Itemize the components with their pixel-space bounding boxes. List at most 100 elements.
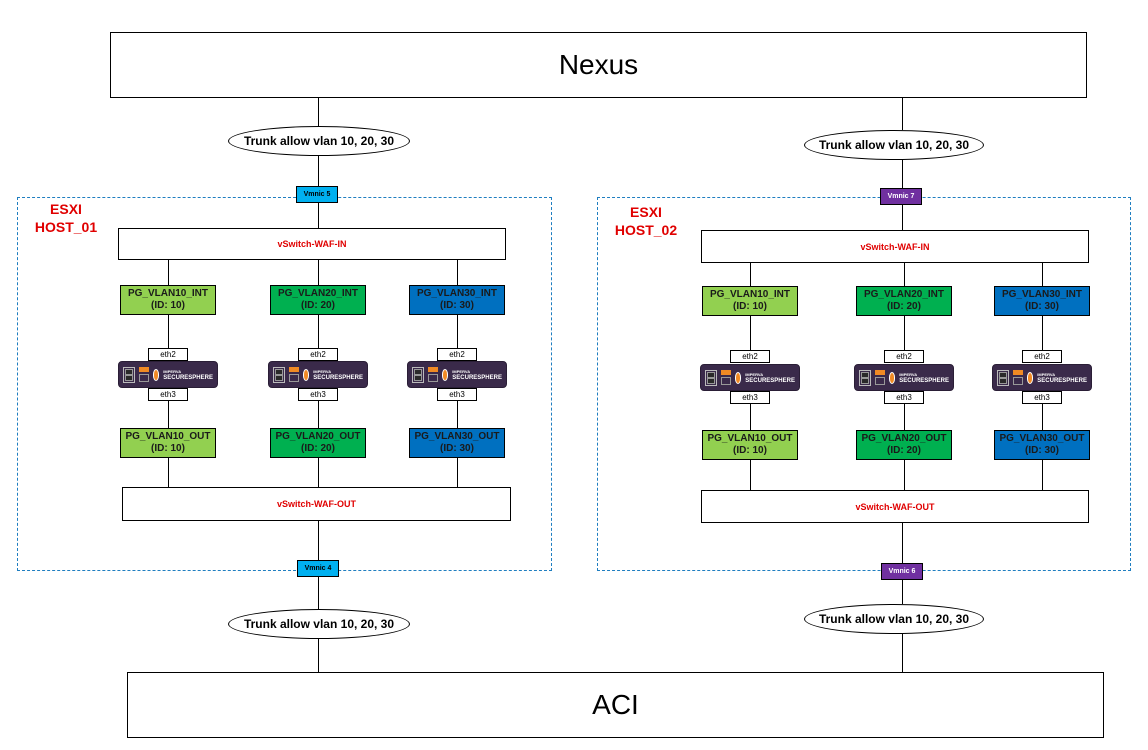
nexus-switch: Nexus: [110, 32, 1087, 98]
port-group-in-name: PG_VLAN30_INT: [416, 288, 498, 299]
trunk-top-label: Trunk allow vlan 10, 20, 30: [818, 138, 970, 152]
eth-out-label: eth3: [742, 393, 758, 402]
connector-line: [457, 315, 458, 348]
port-group-in: PG_VLAN20_INT(ID: 20): [856, 286, 952, 316]
lcd-panel-icon: [428, 366, 438, 383]
port-group-out: PG_VLAN20_OUT(ID: 20): [270, 428, 366, 458]
lcd-panel-icon: [875, 369, 885, 386]
host-label-line2: HOST_02: [614, 222, 678, 238]
eth-out-label: eth3: [1034, 393, 1050, 402]
port-group-out-name: PG_VLAN10_OUT: [707, 433, 793, 444]
connector-line: [318, 401, 319, 428]
appliance-brand-line1: IMPERVA: [1037, 371, 1056, 377]
connector-line: [902, 523, 903, 563]
connector-line: [318, 458, 319, 487]
port-group-out-name: PG_VLAN20_OUT: [275, 431, 361, 442]
connector-line: [904, 404, 905, 430]
connector-line: [168, 260, 169, 285]
connector-line: [318, 639, 319, 672]
port-group-out-name: PG_VLAN30_OUT: [999, 433, 1085, 444]
port-group-in-name: PG_VLAN30_INT: [1001, 289, 1083, 300]
port-group-in-name: PG_VLAN20_INT: [863, 289, 945, 300]
connector-line: [457, 458, 458, 487]
esxi-host-1: [17, 197, 552, 571]
connector-line: [750, 263, 751, 286]
port-group-out: PG_VLAN30_OUT(ID: 30): [409, 428, 505, 458]
vmnic-out-label: Vmnic 4: [304, 565, 332, 572]
connector-line: [750, 404, 751, 430]
eth-in-label: eth2: [896, 352, 912, 361]
host-label-line1: ESXI: [50, 201, 82, 217]
lcd-panel-icon: [721, 369, 731, 386]
appliance-brand-line1: IMPERVA: [899, 371, 918, 377]
trunk-top-label: Trunk allow vlan 10, 20, 30: [243, 134, 395, 148]
nexus-label: Nexus: [558, 49, 639, 80]
lcd-panel-icon: [1013, 369, 1023, 386]
connector-line: [902, 580, 903, 604]
port-group-in-id: (ID: 20): [887, 301, 921, 312]
eth-out-port: eth3: [148, 388, 188, 401]
eth-in-port: eth2: [437, 348, 477, 361]
imperva-logo-icon: [1026, 371, 1034, 384]
eth-in-port: eth2: [1022, 350, 1062, 363]
port-group-in-id: (ID: 30): [440, 300, 474, 311]
port-group-out: PG_VLAN20_OUT(ID: 20): [856, 430, 952, 460]
appliance-brand-line1: IMPERVA: [452, 368, 471, 374]
connector-line: [750, 316, 751, 350]
vswitch-in: vSwitch-WAF-IN: [701, 230, 1089, 263]
imperva-logo-icon: [888, 371, 896, 384]
appliance-brand-line2: SECURESPHERE: [745, 377, 795, 384]
vmnic-out-label: Vmnic 6: [888, 568, 916, 575]
eth-in-label: eth2: [310, 350, 326, 359]
appliance-brand-line2: SECURESPHERE: [313, 374, 363, 381]
port-group-out-id: (ID: 30): [440, 443, 474, 454]
eth-in-label: eth2: [160, 350, 176, 359]
eth-in-port: eth2: [298, 348, 338, 361]
host-label: ESXI HOST_01: [30, 200, 102, 236]
vmnic-in: Vmnic 7: [880, 188, 922, 205]
trunk-bottom-ellipse: Trunk allow vlan 10, 20, 30: [804, 604, 984, 634]
drive-bays-icon: [273, 366, 286, 383]
connector-line: [318, 315, 319, 348]
trunk-top-ellipse: Trunk allow vlan 10, 20, 30: [804, 130, 984, 160]
trunk-bottom-label: Trunk allow vlan 10, 20, 30: [243, 617, 395, 631]
imperva-logo-icon: [441, 368, 449, 381]
eth-out-port: eth3: [884, 391, 924, 404]
vmnic-in-label: Vmnic 5: [303, 191, 331, 198]
drive-bays-icon: [123, 366, 136, 383]
port-group-in-id: (ID: 10): [151, 300, 185, 311]
connector-line: [318, 203, 319, 228]
connector-line: [318, 521, 319, 560]
vmnic-in: Vmnic 5: [296, 186, 338, 203]
lcd-panel-icon: [139, 366, 149, 383]
host-label-line2: HOST_01: [34, 219, 98, 235]
vswitch-out: vSwitch-WAF-OUT: [122, 487, 511, 521]
eth-out-port: eth3: [437, 388, 477, 401]
imperva-logo-icon: [734, 371, 742, 384]
vswitch-in: vSwitch-WAF-IN: [118, 228, 506, 260]
connector-line: [750, 460, 751, 490]
connector-line: [902, 98, 903, 130]
connector-line: [318, 98, 319, 126]
vmnic-out: Vmnic 4: [297, 560, 339, 577]
port-group-in-name: PG_VLAN10_INT: [709, 289, 791, 300]
eth-out-port: eth3: [1022, 391, 1062, 404]
connector-line: [318, 260, 319, 285]
appliance-brand-line1: IMPERVA: [313, 368, 332, 374]
aci-label: ACI: [592, 689, 639, 720]
connector-line: [1042, 404, 1043, 430]
eth-out-port: eth3: [298, 388, 338, 401]
appliance-brand-line1: IMPERVA: [745, 371, 764, 377]
port-group-in: PG_VLAN10_INT(ID: 10): [120, 285, 216, 315]
port-group-out-name: PG_VLAN30_OUT: [414, 431, 500, 442]
port-group-out: PG_VLAN10_OUT(ID: 10): [702, 430, 798, 460]
port-group-out-name: PG_VLAN10_OUT: [125, 431, 211, 442]
connector-line: [318, 156, 319, 186]
connector-line: [1042, 460, 1043, 490]
port-group-out-id: (ID: 20): [301, 443, 335, 454]
